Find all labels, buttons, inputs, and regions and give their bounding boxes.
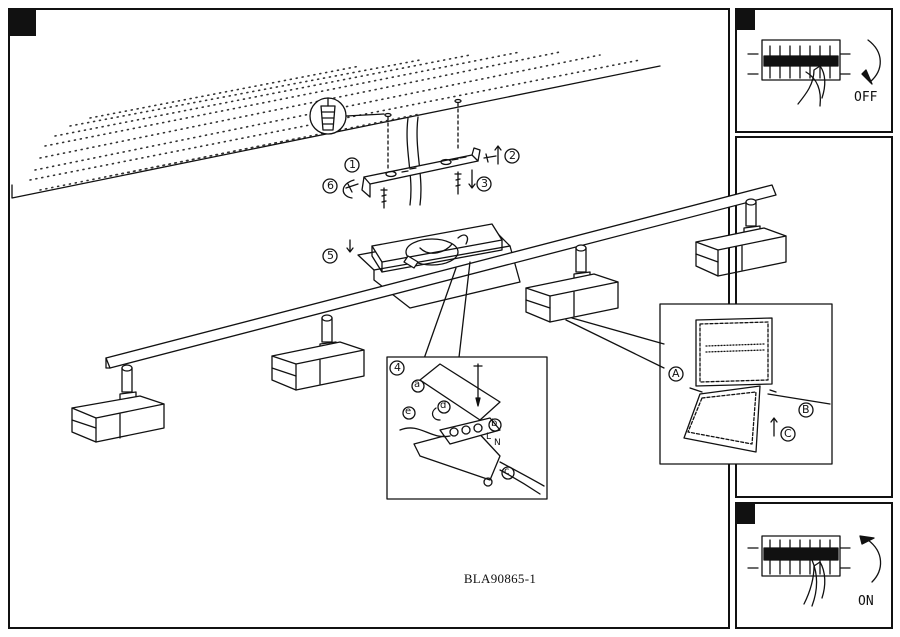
step-3-label: 3 [481, 177, 488, 190]
step-5-label: 5 [327, 249, 334, 262]
detail-a-label: a [414, 379, 421, 390]
off-label: OFF [854, 90, 878, 105]
step-6-label: 6 [327, 179, 334, 192]
drill-holes [384, 98, 462, 171]
step-4-label: 4 [394, 361, 401, 374]
canopy-box [357, 223, 521, 309]
detail-b-label: b [491, 418, 498, 429]
mounting-screws [345, 153, 497, 209]
breaker-on-illustration [747, 535, 882, 607]
spot-head-1 [71, 364, 165, 443]
page-corner-marker [10, 10, 36, 36]
tool-C-label: C [784, 427, 792, 440]
main-diagram-frame [8, 8, 730, 629]
model-code: BLA90865-1 [463, 571, 537, 586]
light-bar [105, 184, 777, 369]
panel-corner-marker [737, 10, 755, 30]
panel-corner-marker [737, 504, 755, 524]
tool-A-label: A [672, 367, 680, 380]
on-label: ON [858, 594, 874, 609]
wire-N-label: N [494, 438, 501, 448]
detail-e-label: e [405, 406, 412, 417]
detail-leaders [419, 261, 471, 371]
mounting-bracket [361, 147, 481, 198]
step-markers [322, 148, 520, 376]
wire-L-label: L [486, 432, 492, 442]
model-code-container: BLA90865-1 [0, 571, 900, 587]
detail-d-label: d [440, 400, 447, 411]
cover-detail [565, 303, 833, 465]
detail-c-label: c [504, 466, 510, 477]
step-2-label: 2 [509, 149, 516, 162]
switch-on-panel [735, 502, 893, 629]
step-1-label: 1 [349, 158, 356, 171]
spot-head-4 [695, 198, 787, 277]
step-arrows [342, 145, 502, 253]
detail-markers [402, 366, 814, 480]
wall-plug-icon [309, 97, 385, 135]
ceiling-slab [11, 51, 661, 199]
spot-head-2 [271, 314, 365, 391]
spot-head-3 [525, 244, 619, 323]
tool-B-label: B [802, 403, 810, 416]
breaker-off-illustration [747, 39, 881, 107]
wiring-detail-box [386, 356, 548, 500]
supply-cable [406, 116, 422, 206]
